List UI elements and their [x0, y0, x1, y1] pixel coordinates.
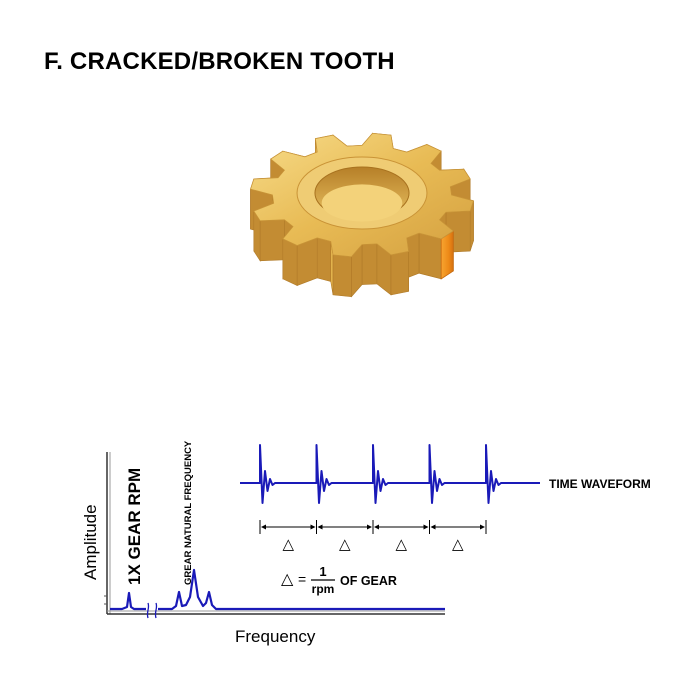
interval-delta-symbol: △: [452, 536, 464, 553]
axis-break-mark: [146, 602, 150, 619]
page-title: F. CRACKED/BROKEN TOOTH: [44, 48, 395, 75]
arrowhead: [367, 524, 372, 530]
peak-1x-label: 1X GEAR RPM: [125, 468, 144, 585]
gear-bore-floor: [321, 184, 403, 222]
spectrum-plot: Amplitude Frequency 1X GEAR RPM GREAR NA…: [81, 440, 445, 646]
formula-numerator: 1: [319, 564, 326, 579]
arrowhead: [480, 524, 485, 530]
arrowhead: [261, 524, 266, 530]
spectrum-trace: [110, 568, 445, 611]
peak-natural-frequency-label: GREAR NATURAL FREQUENCY: [183, 440, 194, 585]
gear-icon: [249, 132, 475, 298]
period-formula: △ = 1 rpm OF GEAR: [281, 564, 397, 596]
formula-suffix: OF GEAR: [340, 574, 397, 588]
interval-delta-symbol: △: [339, 536, 351, 553]
arrowhead: [423, 524, 429, 530]
formula-equals: =: [298, 571, 306, 587]
interval-delta-symbol: △: [395, 536, 407, 553]
formula-denominator: rpm: [312, 582, 335, 596]
spectrum-x-label: Frequency: [235, 627, 316, 646]
spectrum-y-label: Amplitude: [81, 504, 100, 580]
axis-break-mark: [154, 602, 158, 619]
arrowhead: [430, 524, 436, 530]
arrowhead: [310, 524, 316, 530]
time-waveform: △ △ △ △ TIME WAVEFORM: [240, 444, 651, 553]
arrowhead: [317, 524, 323, 530]
interval-dimensions: △ △ △ △: [259, 520, 487, 553]
interval-delta-symbol: △: [282, 536, 294, 553]
arrowhead: [374, 524, 379, 530]
waveform-label: TIME WAVEFORM: [549, 477, 651, 491]
waveform-trace: [240, 444, 540, 504]
formula-delta-symbol: △: [281, 571, 294, 588]
